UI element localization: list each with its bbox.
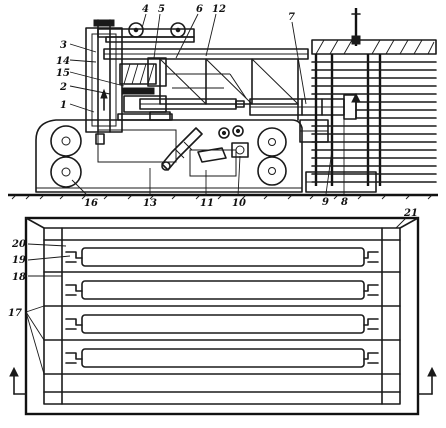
inner-frame — [43, 227, 401, 405]
control-gauges — [218, 125, 249, 158]
callout-3: 3 — [60, 40, 67, 51]
callout-labels: 1 2 3 4 5 6 7 8 9 10 11 12 13 14 15 16 1… — [8, 4, 418, 319]
truss-frame — [159, 58, 299, 121]
leader-lines-bottom — [25, 217, 407, 375]
tray-stack — [305, 8, 437, 193]
tray-levels — [43, 239, 401, 393]
callout-14: 14 — [56, 56, 70, 67]
rollers — [81, 247, 365, 368]
vertical-lift — [85, 19, 123, 145]
hydraulic-cylinder — [161, 127, 227, 171]
callout-5: 5 — [158, 4, 165, 15]
floor-line — [8, 193, 438, 200]
upper-beam — [97, 22, 309, 60]
callout-4: 4 — [142, 4, 149, 15]
roller-brackets-left — [65, 251, 83, 364]
callout-15: 15 — [56, 68, 70, 79]
callout-16: 16 — [84, 198, 98, 209]
callout-2: 2 — [59, 82, 67, 93]
leader-lines-top — [69, 13, 345, 197]
push-rod — [139, 98, 245, 121]
callout-21: 21 — [403, 208, 418, 219]
roller-brackets-right — [363, 251, 379, 364]
side-elevation-view — [8, 8, 438, 200]
callout-7: 7 — [288, 12, 295, 23]
press-head — [117, 57, 173, 121]
callout-17: 17 — [8, 308, 22, 319]
machine-bed — [35, 119, 303, 193]
callout-9: 9 — [322, 197, 329, 208]
callout-10: 10 — [232, 198, 246, 209]
lift-arrows — [9, 366, 437, 395]
plan-view — [9, 216, 437, 416]
callout-6: 6 — [196, 4, 203, 15]
callout-11: 11 — [200, 198, 214, 209]
pusher-arm — [249, 94, 357, 143]
callout-18: 18 — [12, 272, 26, 283]
callout-19: 19 — [12, 255, 26, 266]
callout-13: 13 — [143, 198, 157, 209]
callout-8: 8 — [341, 197, 348, 208]
callout-12: 12 — [212, 4, 226, 15]
callout-1: 1 — [60, 100, 67, 111]
outer-frame — [24, 216, 420, 416]
callout-20: 20 — [11, 239, 26, 250]
